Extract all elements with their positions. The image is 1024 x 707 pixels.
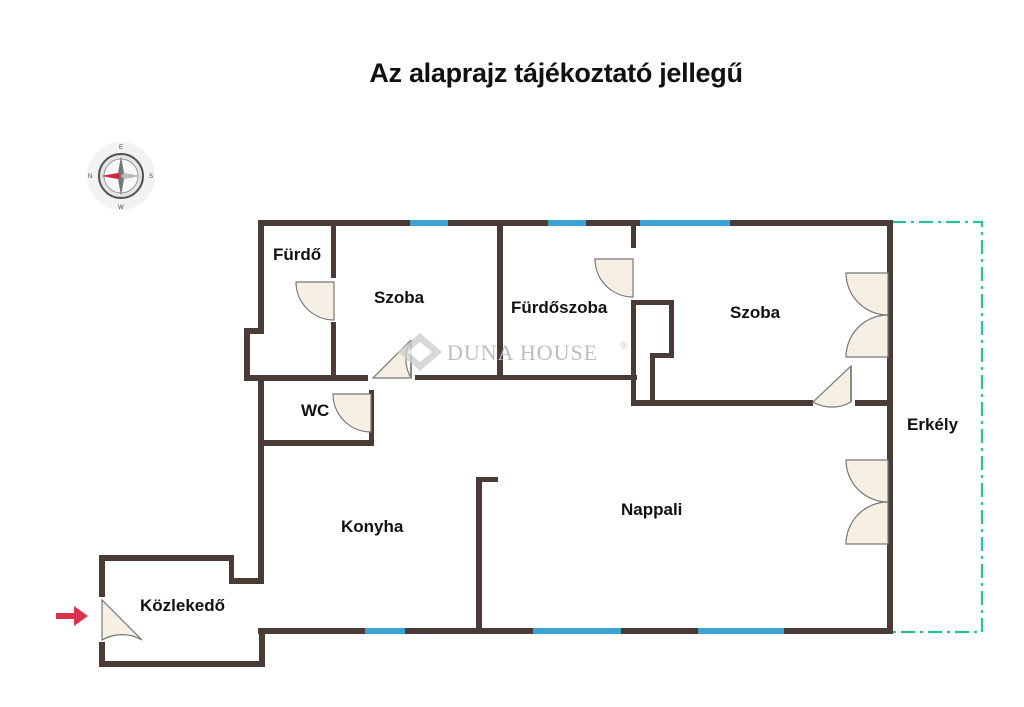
room-label-kozlekedo: Közlekedő (140, 596, 225, 615)
window (533, 628, 621, 634)
door-szoba-right (812, 364, 852, 408)
compass-letter-s: S (149, 174, 153, 180)
room-label-furdo: Fürdő (273, 245, 321, 264)
room-label-szoba-right: Szoba (730, 303, 781, 322)
watermark-brand: DUNA HOUSE (447, 340, 598, 365)
balcony-outline (892, 220, 984, 634)
watermark-registered: ® (620, 341, 629, 352)
door-balcony-lower (845, 459, 889, 503)
compass-letter-w: W (118, 205, 124, 211)
door-furdoszoba (594, 258, 634, 298)
door-furdo (295, 281, 335, 321)
room-label-erkely: Erkély (907, 415, 959, 434)
window (640, 220, 730, 226)
compass-rose-icon: E W N S (87, 142, 155, 211)
room-label-furdoszoba: Fürdőszoba (511, 298, 608, 317)
door-wc (332, 393, 372, 433)
room-label-szoba-left: Szoba (374, 288, 425, 307)
compass-letter-e: E (119, 145, 123, 151)
entrance-arrow-icon (56, 606, 88, 626)
room-label-nappali: Nappali (621, 500, 682, 519)
duna-house-logo-icon (398, 333, 442, 371)
doors (101, 258, 889, 642)
page-title: Az alaprajz tájékoztató jellegű (369, 58, 743, 88)
room-label-wc: WC (301, 401, 329, 420)
compass-letter-n: N (88, 174, 92, 180)
window (410, 220, 448, 226)
door-balcony-upper (845, 272, 889, 316)
window (698, 628, 784, 634)
window (548, 220, 586, 226)
window (365, 628, 405, 634)
door-balcony-upper-2 (845, 314, 889, 358)
windows (365, 220, 784, 634)
room-label-konyha: Konyha (341, 517, 404, 536)
door-balcony-lower-2 (845, 501, 889, 545)
door-entrance (101, 598, 143, 642)
